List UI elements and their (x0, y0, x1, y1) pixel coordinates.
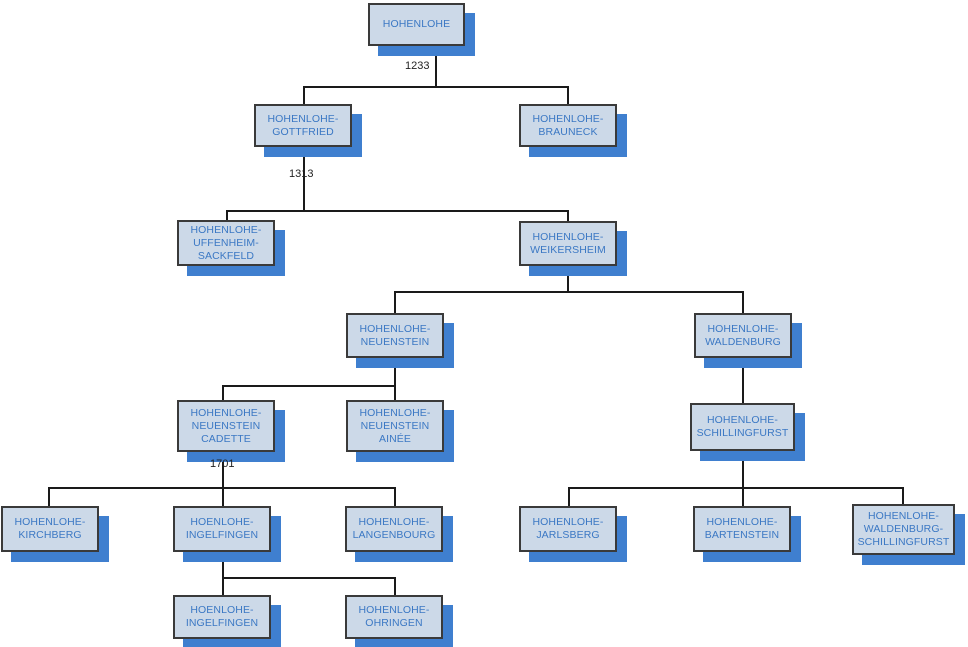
node-box[interactable]: HOENLOHE- INGELFINGEN (173, 595, 271, 639)
node-hohenlohe-langenbourg[interactable]: HOHENLOHE- LANGENBOURG (345, 506, 453, 562)
node-box[interactable]: HOHENLOHE (368, 3, 465, 46)
edge-to-gottfried (303, 86, 305, 106)
edge-to-jarlsberg (568, 487, 570, 506)
edge-to-brauneck (567, 86, 569, 106)
edge-to-cadette (222, 385, 224, 400)
node-label: HOHENLOHE- WALDENBURG (705, 322, 781, 348)
node-label: HOHENLOHE- NEUENSTEIN CADETTE (190, 406, 262, 445)
node-label: HOHENLOHE- UFFENHEIM- SACKFELD (190, 223, 262, 262)
node-label: HOHENLOHE (382, 18, 451, 30)
node-box[interactable]: HOHENLOHE- BARTENSTEIN (693, 506, 791, 552)
edge-schillingfurst-down (742, 452, 744, 488)
edge-to-waldenburg-schillingfurst (902, 487, 904, 506)
edge-to-ohringen (394, 577, 396, 595)
node-box[interactable]: HOHENLOHE- NEUENSTEIN (346, 313, 444, 358)
node-box[interactable]: HOHENLOHE- WEIKERSHEIM (519, 221, 617, 266)
node-hohenlohe-uffenheim-sackfeld[interactable]: HOHENLOHE- UFFENHEIM- SACKFELD (177, 220, 285, 276)
node-box[interactable]: HOHENLOHE- NEUENSTEIN AINÉE (346, 400, 444, 452)
edge-ingelfingen-down (222, 552, 224, 578)
edge-label-1701: 1701 (210, 458, 235, 470)
edge-bus-schillingfurst (568, 487, 904, 489)
edge-bus-1233 (303, 86, 569, 88)
edge-gottfried-down (303, 146, 305, 211)
node-hohenlohe-bartenstein[interactable]: HOHENLOHE- BARTENSTEIN (693, 506, 801, 562)
node-hohenlohe-jarlsberg[interactable]: HOHENLOHE- JARLSBERG (519, 506, 627, 562)
node-label: HOENLOHE- INGELFINGEN (185, 516, 259, 541)
edge-hohenlohe-down (435, 45, 437, 87)
edge-to-ingelfingen (222, 487, 224, 506)
edge-label-1313: 1313 (289, 168, 314, 180)
edge-to-ainee (394, 385, 396, 400)
edge-to-weikersheim (567, 210, 569, 221)
node-box[interactable]: HOHENLOHE- JARLSBERG (519, 506, 617, 552)
node-box[interactable]: HOHENLOHE- LANGENBOURG (345, 506, 443, 552)
node-hohenlohe[interactable]: HOHENLOHE (368, 3, 475, 56)
node-label: HOHENLOHE- BARTENSTEIN (704, 516, 780, 541)
edge-to-langenbourg (394, 487, 396, 506)
node-label: HOHENLOHE- LANGENBOURG (352, 516, 436, 541)
edge-bus-ingelfingen (222, 577, 396, 579)
node-box[interactable]: HOHENLOHE- SCHILLINGFURST (690, 403, 795, 451)
node-hohenlohe-weikersheim[interactable]: HOHENLOHE- WEIKERSHEIM (519, 221, 627, 276)
node-hohenlohe-waldenburg[interactable]: HOHENLOHE- WALDENBURG (694, 313, 802, 368)
node-box[interactable]: HOHENLOHE- UFFENHEIM- SACKFELD (177, 220, 275, 266)
node-box[interactable]: HOHENLOHE- GOTTFRIED (254, 104, 352, 147)
edge-neuenstein-down (394, 358, 396, 386)
node-box[interactable]: HOHENLOHE- WALDENBURG- SCHILLINGFURST (852, 504, 955, 555)
node-hohenlohe-neuenstein-cadette[interactable]: HOHENLOHE- NEUENSTEIN CADETTE (177, 400, 285, 462)
node-box[interactable]: HOHENLOHE- WALDENBURG (694, 313, 792, 358)
edge-to-bartenstein (742, 487, 744, 506)
node-hohenlohe-neuenstein-ainee[interactable]: HOHENLOHE- NEUENSTEIN AINÉE (346, 400, 454, 462)
node-label: HOHENLOHE- SCHILLINGFURST (696, 414, 789, 439)
node-hohenlohe-brauneck[interactable]: HOHENLOHE- BRAUNECK (519, 104, 627, 157)
edge-label-1233: 1233 (405, 60, 430, 72)
node-label: HOHENLOHE- NEUENSTEIN (359, 322, 431, 348)
node-label: HOHENLOHE- GOTTFRIED (267, 112, 339, 138)
node-hoenlohe-ingelfingen-2[interactable]: HOENLOHE- INGELFINGEN (173, 595, 281, 647)
node-hohenlohe-kirchberg[interactable]: HOHENLOHE- KIRCHBERG (1, 506, 109, 562)
edge-to-uffenheim (226, 210, 228, 221)
node-label: HOHENLOHE- KIRCHBERG (14, 516, 86, 541)
node-box[interactable]: HOHENLOHE- BRAUNECK (519, 104, 617, 147)
node-box[interactable]: HOENLOHE- INGELFINGEN (173, 506, 271, 552)
node-hohenlohe-waldenburg-schillingfurst[interactable]: HOHENLOHE- WALDENBURG- SCHILLINGFURST (852, 504, 965, 565)
node-hohenlohe-neuenstein[interactable]: HOHENLOHE- NEUENSTEIN (346, 313, 454, 368)
edge-cadette-down (222, 452, 224, 488)
node-hohenlohe-schillingfurst[interactable]: HOHENLOHE- SCHILLINGFURST (690, 403, 805, 461)
node-hoenlohe-ingelfingen[interactable]: HOENLOHE- INGELFINGEN (173, 506, 281, 562)
node-label: HOHENLOHE- OHRINGEN (358, 604, 430, 629)
node-label: HOHENLOHE- JARLSBERG (532, 516, 604, 541)
edge-to-ingelfingen2 (222, 577, 224, 595)
edge-to-waldenburg (742, 291, 744, 313)
node-label: HOHENLOHE- BRAUNECK (532, 112, 604, 138)
node-label: HOENLOHE- INGELFINGEN (185, 604, 259, 629)
edge-to-neuenstein (394, 291, 396, 313)
edge-bus-1313 (226, 210, 568, 212)
node-label: HOHENLOHE- WEIKERSHEIM (530, 230, 606, 256)
edge-weikersheim-down (567, 265, 569, 292)
edge-waldenburg-down (742, 358, 744, 403)
node-label: HOHENLOHE- NEUENSTEIN AINÉE (359, 406, 431, 445)
node-box[interactable]: HOHENLOHE- KIRCHBERG (1, 506, 99, 552)
node-box[interactable]: HOHENLOHE- OHRINGEN (345, 595, 443, 639)
edge-to-kirchberg (48, 487, 50, 506)
edge-bus-weikersheim (394, 291, 744, 293)
node-hohenlohe-gottfried[interactable]: HOHENLOHE- GOTTFRIED (254, 104, 362, 157)
edge-bus-neuenstein (222, 385, 396, 387)
node-label: HOHENLOHE- WALDENBURG- SCHILLINGFURST (857, 510, 950, 548)
node-box[interactable]: HOHENLOHE- NEUENSTEIN CADETTE (177, 400, 275, 452)
node-hohenlohe-ohringen[interactable]: HOHENLOHE- OHRINGEN (345, 595, 453, 647)
